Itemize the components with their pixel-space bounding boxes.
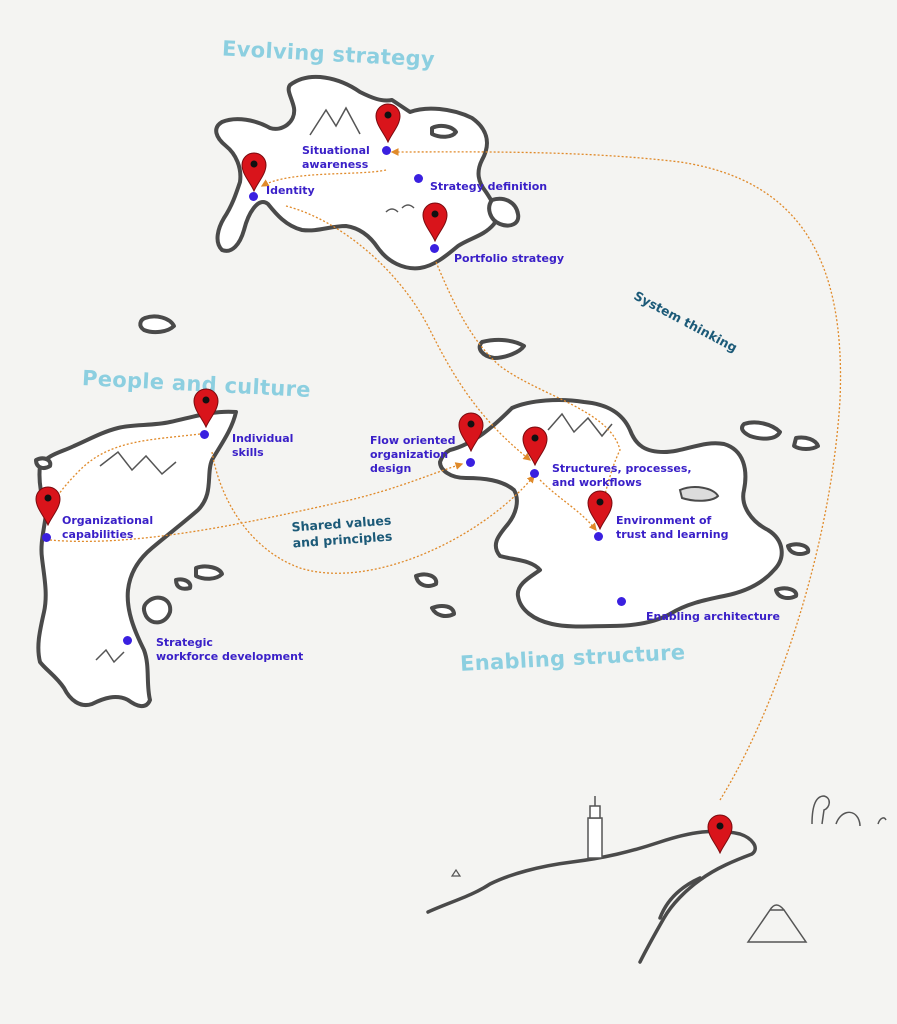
place-dot-situational-awareness[interactable] xyxy=(382,146,391,155)
place-dot-strategy-definition[interactable] xyxy=(414,174,423,183)
map-pin-icon[interactable] xyxy=(192,388,220,428)
place-label-identity: Identity xyxy=(266,184,315,197)
place-dot-individual-skills[interactable] xyxy=(200,430,209,439)
map-pin-icon[interactable] xyxy=(521,426,549,466)
map-pin-icon[interactable] xyxy=(706,814,734,854)
place-dot-identity[interactable] xyxy=(249,192,258,201)
place-dot-flow-oriented-organization-design[interactable] xyxy=(466,458,475,467)
lake xyxy=(678,486,720,502)
place-label-organizational-capabilities: Organizational capabilities xyxy=(62,514,154,541)
place-dot-organizational-capabilities[interactable] xyxy=(42,533,51,542)
place-label-flow-oriented-organization-design: Flow oriented organization design xyxy=(370,434,456,475)
place-dot-strategic-workforce-development[interactable] xyxy=(123,636,132,645)
mountain-sketches xyxy=(95,106,613,664)
place-label-strategic-workforce-development: Strategic workforce development xyxy=(156,636,304,663)
volcano-sketch xyxy=(746,904,808,943)
place-label-portfolio-strategy: Portfolio strategy xyxy=(454,252,564,265)
map-pin-icon[interactable] xyxy=(374,103,402,143)
route-lines xyxy=(45,148,842,801)
place-dot-enabling-architecture[interactable] xyxy=(617,597,626,606)
place-dot-environment-of-trust[interactable] xyxy=(594,532,603,541)
map-pin-icon[interactable] xyxy=(421,202,449,242)
map-pin-icon[interactable] xyxy=(586,490,614,530)
map-pin-icon[interactable] xyxy=(34,486,62,526)
place-dot-structures-processes-workflows[interactable] xyxy=(530,469,539,478)
sea-serpent-sketch xyxy=(811,795,887,827)
small-boat-sketch xyxy=(450,868,462,877)
map-pin-icon[interactable] xyxy=(457,412,485,452)
place-label-individual-skills: Individual skills xyxy=(232,432,294,459)
place-dot-portfolio-strategy[interactable] xyxy=(430,244,439,253)
place-label-situational-awareness: Situational awareness xyxy=(302,144,370,171)
place-label-enabling-architecture: Enabling architecture xyxy=(646,610,780,623)
map-pin-icon[interactable] xyxy=(240,152,268,192)
place-label-strategy-definition: Strategy definition xyxy=(430,180,548,193)
place-label-structures-processes-workflows: Structures, processes, and workflows xyxy=(552,462,692,489)
island-people-and-culture xyxy=(34,314,238,708)
lighthouse-sketch xyxy=(587,796,603,859)
place-label-environment-of-trust: Environment of trust and learning xyxy=(616,514,729,541)
